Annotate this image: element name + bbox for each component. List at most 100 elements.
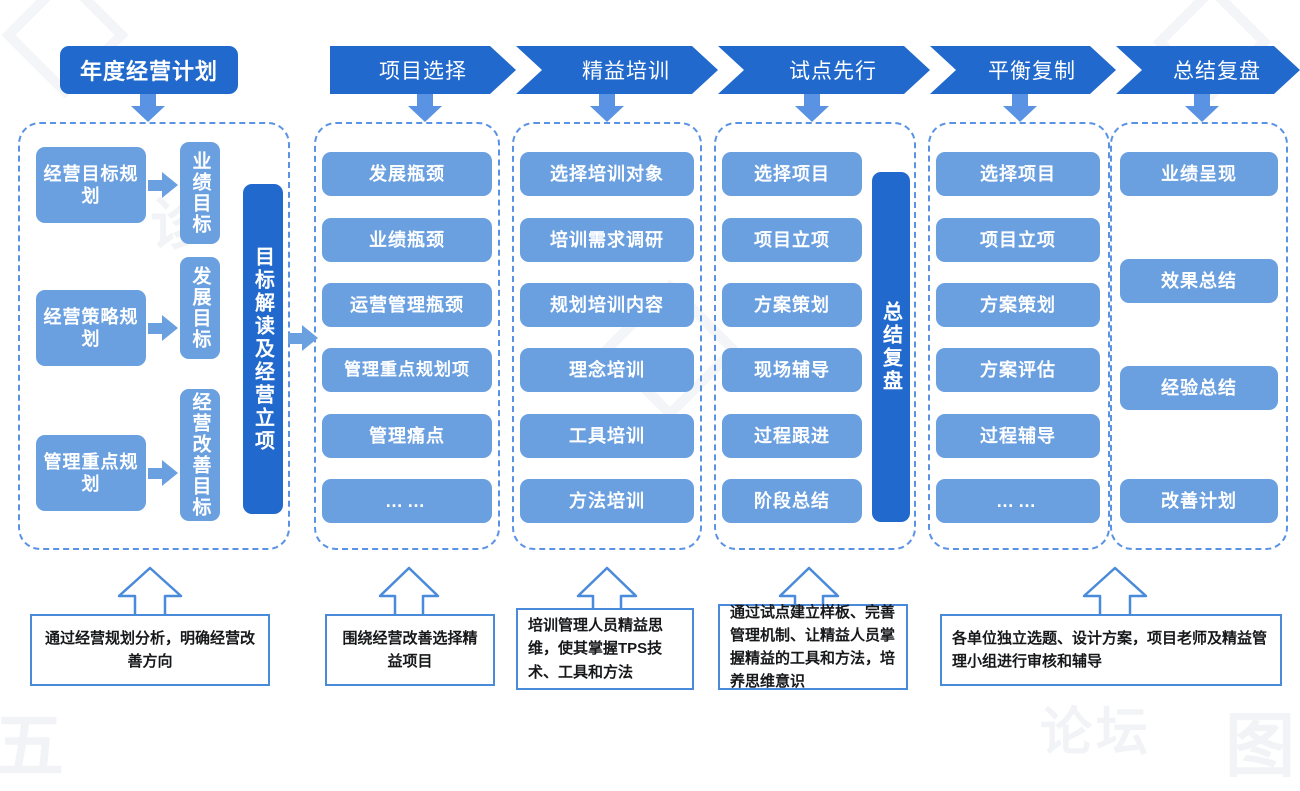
caption-box-2: 围绕经营改善选择精益项目 <box>325 614 495 686</box>
right-arrow-icon <box>148 172 180 198</box>
caption-text: 通过经营规划分析，明确经营改善方向 <box>44 629 255 670</box>
list-item[interactable]: 选择培训对象 <box>520 152 694 196</box>
phase-header-label: 平衡复制 <box>988 60 1076 83</box>
down-arrow-icon <box>1003 94 1037 122</box>
goal-box-label: 发展目标 <box>189 266 211 350</box>
list-item-label: 经验总结 <box>1161 377 1237 398</box>
list-item-label: 方法培训 <box>569 490 645 511</box>
right-arrow-icon <box>148 315 180 341</box>
list-item[interactable]: 运营管理瓶颈 <box>322 283 492 327</box>
list-item-label: …… <box>996 490 1040 511</box>
list-item-label: 方案策划 <box>980 294 1056 315</box>
list-item-label: 管理重点规划项 <box>344 360 470 380</box>
list-item-label: 选择项目 <box>980 163 1056 184</box>
list-item[interactable]: 过程跟进 <box>722 414 862 458</box>
list-item[interactable]: 培训需求调研 <box>520 218 694 262</box>
list-item[interactable]: 规划培训内容 <box>520 283 694 327</box>
list-item[interactable]: 方案评估 <box>936 348 1100 392</box>
goal-box-label: 经营改善目标 <box>189 392 211 518</box>
list-item-label: 改善计划 <box>1161 490 1237 511</box>
review-summary-box[interactable]: 总结复盘 <box>872 172 910 522</box>
list-item-label: 过程辅导 <box>980 425 1056 446</box>
column-container-3 <box>512 122 702 550</box>
down-arrow-icon <box>408 94 442 122</box>
goal-box-2[interactable]: 发展目标 <box>180 257 220 359</box>
list-item[interactable]: 发展瓶颈 <box>322 152 492 196</box>
plan-box-label: 经营策略规划 <box>43 306 139 350</box>
list-item[interactable]: 方案策划 <box>936 283 1100 327</box>
list-item-label: 理念培训 <box>569 359 645 380</box>
list-item[interactable]: 工具培训 <box>520 414 694 458</box>
list-item[interactable]: 效果总结 <box>1120 259 1278 303</box>
list-item[interactable]: 理念培训 <box>520 348 694 392</box>
caption-text: 各单位独立选题、设计方案，项目老师及精益管理小组进行审核和辅导 <box>952 629 1268 670</box>
list-item-label: 业绩呈现 <box>1161 163 1237 184</box>
phase-header-1[interactable]: 项目选择 <box>330 46 516 94</box>
list-item-label: 现场辅导 <box>754 359 830 380</box>
title-box: 年度经营计划 <box>60 46 238 94</box>
list-item-label: 效果总结 <box>1161 270 1237 291</box>
phase-header-label: 项目选择 <box>379 60 467 83</box>
down-arrow-icon <box>795 94 829 122</box>
list-item-label: 管理痛点 <box>369 425 445 446</box>
title-box-label: 年度经营计划 <box>79 59 218 84</box>
down-arrow-icon <box>1185 94 1219 122</box>
list-item[interactable]: 管理重点规划项 <box>322 348 492 392</box>
list-item-label: 培训需求调研 <box>550 229 664 250</box>
list-item[interactable]: 方法培训 <box>520 479 694 523</box>
plan-box-2[interactable]: 经营策略规划 <box>36 290 146 366</box>
list-item-label: 发展瓶颈 <box>369 163 445 184</box>
caption-box-5: 各单位独立选题、设计方案，项目老师及精益管理小组进行审核和辅导 <box>940 614 1282 686</box>
phase-header-2[interactable]: 精益培训 <box>516 46 718 94</box>
list-item-label: 方案策划 <box>754 294 830 315</box>
plan-box-3[interactable]: 管理重点规划 <box>36 435 146 511</box>
list-item[interactable]: 方案策划 <box>722 283 862 327</box>
plan-box-label: 管理重点规划 <box>43 451 139 495</box>
list-item-label: 项目立项 <box>980 229 1056 250</box>
list-item[interactable]: 选择项目 <box>936 152 1100 196</box>
right-arrow-icon <box>148 460 180 486</box>
caption-box-1: 通过经营规划分析，明确经营改善方向 <box>30 614 270 686</box>
list-item-ellipsis[interactable]: …… <box>936 479 1100 523</box>
phase-header-4[interactable]: 平衡复制 <box>930 46 1116 94</box>
caption-box-4: 通过试点建立样板、完善管理机制、让精益人员掌握精益的工具和方法，培养思维意识 <box>718 604 908 690</box>
list-item-label: 运营管理瓶颈 <box>350 294 464 315</box>
plan-box-label: 经营目标规划 <box>43 163 139 207</box>
list-item[interactable]: 项目立项 <box>722 218 862 262</box>
list-item-label: …… <box>385 490 429 511</box>
caption-text: 培训管理人员精益思维，使其掌握TPS技术、工具和方法 <box>528 617 664 681</box>
phase-header-5[interactable]: 总结复盘 <box>1116 46 1300 94</box>
list-item-label: 项目立项 <box>754 229 830 250</box>
phase-header-label: 试点先行 <box>789 60 877 83</box>
goal-interpretation-box[interactable]: 目标解读及经营立项 <box>243 184 283 514</box>
list-item-ellipsis[interactable]: …… <box>322 479 492 523</box>
list-item[interactable]: 阶段总结 <box>722 479 862 523</box>
goal-box-1[interactable]: 业绩目标 <box>180 142 220 244</box>
phase-header-label: 精益培训 <box>582 60 670 83</box>
list-item-label: 选择培训对象 <box>550 163 664 184</box>
list-item-label: 方案评估 <box>980 359 1056 380</box>
review-summary-label: 总结复盘 <box>879 301 902 393</box>
list-item[interactable]: 管理痛点 <box>322 414 492 458</box>
list-item[interactable]: 业绩呈现 <box>1120 152 1278 196</box>
list-item[interactable]: 经验总结 <box>1120 366 1278 410</box>
goal-interpretation-label: 目标解读及经营立项 <box>251 245 274 453</box>
column-container-5 <box>928 122 1110 550</box>
up-arrow-icon <box>117 566 183 618</box>
plan-box-1[interactable]: 经营目标规划 <box>36 147 146 223</box>
list-item-label: 业绩瓶颈 <box>369 229 445 250</box>
down-arrow-icon <box>131 94 165 122</box>
list-item-label: 工具培训 <box>569 425 645 446</box>
list-item[interactable]: 业绩瓶颈 <box>322 218 492 262</box>
goal-box-3[interactable]: 经营改善目标 <box>180 389 220 521</box>
list-item[interactable]: 过程辅导 <box>936 414 1100 458</box>
phase-header-3[interactable]: 试点先行 <box>718 46 930 94</box>
goal-box-label: 业绩目标 <box>189 151 211 235</box>
list-item[interactable]: 项目立项 <box>936 218 1100 262</box>
list-item[interactable]: 选择项目 <box>722 152 862 196</box>
list-item-label: 过程跟进 <box>754 425 830 446</box>
list-item[interactable]: 改善计划 <box>1120 479 1278 523</box>
up-arrow-icon <box>1082 566 1148 618</box>
list-item[interactable]: 现场辅导 <box>722 348 862 392</box>
